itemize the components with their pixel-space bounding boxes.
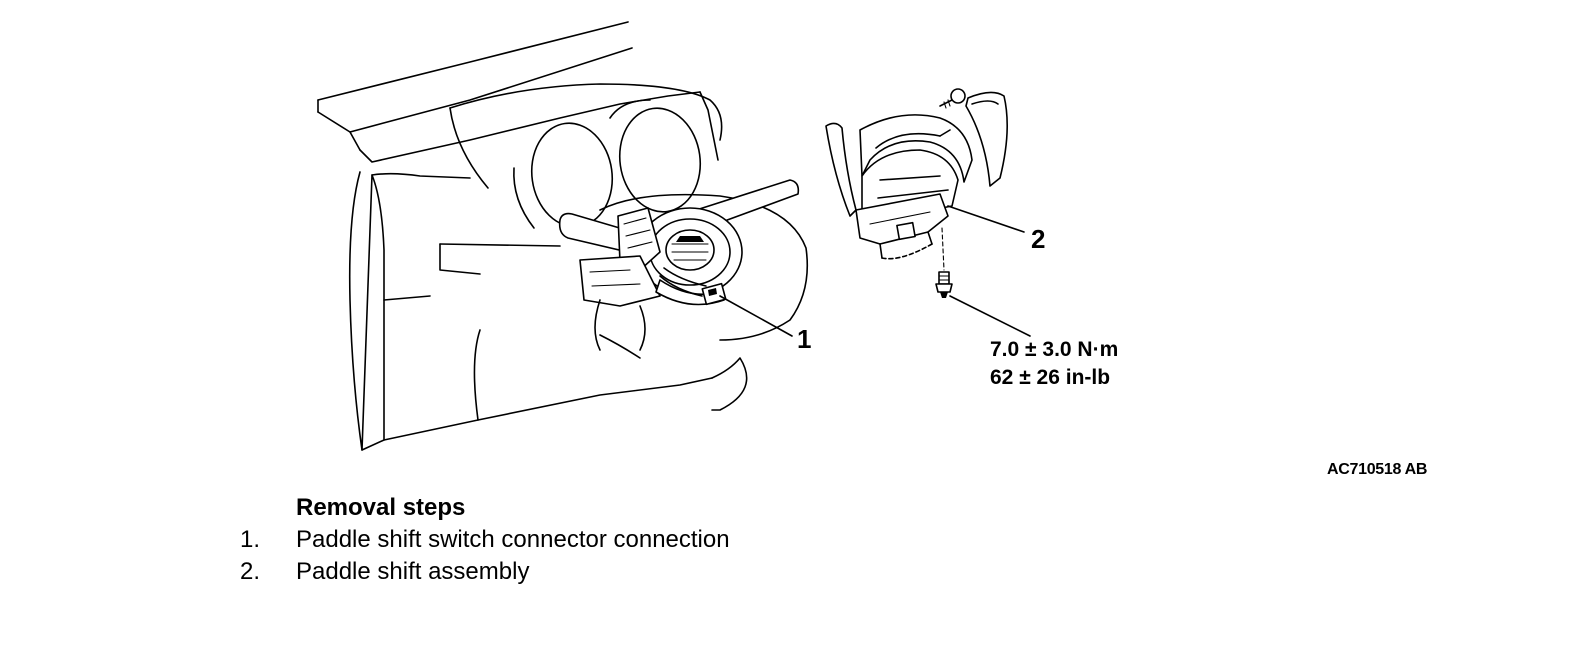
torque-imperial: 62 ± 26 in-lb	[990, 366, 1110, 389]
removal-step: 2. Paddle shift assembly	[240, 556, 800, 588]
removal-steps-heading: Removal steps	[296, 494, 466, 521]
lower-bolt	[935, 271, 953, 298]
leader-line-2	[947, 205, 1025, 233]
callout-2: 2	[1031, 224, 1045, 254]
removal-step: 1. Paddle shift switch connector connect…	[240, 524, 800, 556]
paddle-shift-housing	[859, 114, 973, 183]
removal-steps: Removal steps 1. Paddle shift switch con…	[240, 492, 800, 588]
dashboard-drawing	[317, 21, 809, 451]
step-text: Paddle shift assembly	[296, 558, 530, 585]
right-paddle	[965, 91, 1008, 187]
step-number: 2.	[240, 558, 261, 585]
callout-1: 1	[797, 324, 811, 354]
step-number: 1.	[240, 526, 261, 553]
figure-code: AC710518 AB	[1327, 461, 1427, 478]
upper-bolt	[939, 88, 966, 109]
torque-metric: 7.0 ± 3.0 N·m	[990, 338, 1118, 361]
left-paddle	[825, 122, 857, 217]
step-text: Paddle shift switch connector connection	[296, 526, 730, 553]
leader-line-1	[719, 295, 793, 337]
leader-line-torque	[949, 295, 1031, 337]
paddle-shift-drawing	[825, 88, 1031, 337]
